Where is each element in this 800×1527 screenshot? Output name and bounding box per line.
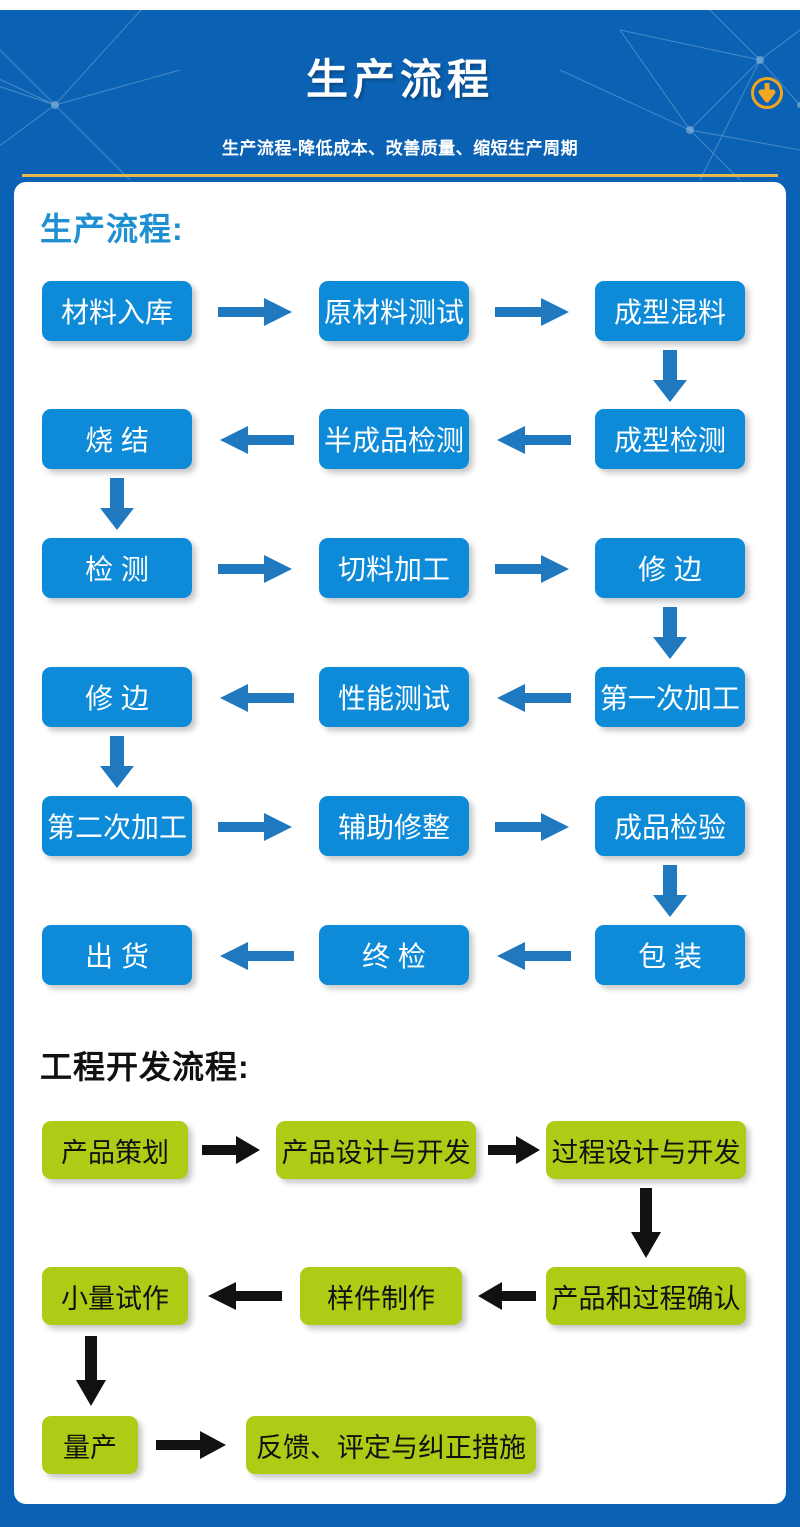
arrow-down-icon: [651, 863, 689, 919]
flow-node[interactable]: 产品和过程确认: [546, 1267, 746, 1325]
flow-node[interactable]: 辅助修整: [319, 796, 469, 856]
arrow-left-icon: [493, 424, 573, 456]
arrow-right-icon: [154, 1429, 230, 1461]
flow-node[interactable]: 出 货: [42, 925, 192, 985]
flow-node[interactable]: 材料入库: [42, 281, 192, 341]
flow-node[interactable]: 成型检测: [595, 409, 745, 469]
flow-node[interactable]: 终 检: [319, 925, 469, 985]
arrow-left-icon: [476, 1280, 538, 1312]
page-subtitle: 生产流程-降低成本、改善质量、缩短生产周期: [221, 139, 579, 158]
section-heading-engineering: 工程开发流程:: [40, 1049, 250, 1085]
content-card: 生产流程: 材料入库 原材料测试 成型混料 成型检测 半成品检测 烧 结 检 测…: [14, 182, 786, 1504]
arrow-right-icon: [216, 811, 296, 843]
flow-node[interactable]: 产品策划: [42, 1121, 188, 1179]
arrow-left-icon: [206, 1280, 284, 1312]
arrow-down-circle-icon[interactable]: [750, 76, 784, 110]
flow-node[interactable]: 修 边: [42, 667, 192, 727]
arrow-left-icon: [216, 424, 296, 456]
flow-node[interactable]: 修 边: [595, 538, 745, 598]
flow-node[interactable]: 小量试作: [42, 1267, 188, 1325]
arrow-down-icon: [651, 605, 689, 661]
flow-node[interactable]: 样件制作: [300, 1267, 462, 1325]
arrow-right-icon: [493, 296, 573, 328]
flow-node[interactable]: 包 装: [595, 925, 745, 985]
arrow-down-icon: [651, 348, 689, 404]
arrow-left-icon: [216, 682, 296, 714]
page-title: 生产流程: [305, 56, 494, 103]
arrow-down-icon: [98, 476, 136, 532]
flow-node[interactable]: 半成品检测: [319, 409, 469, 469]
arrow-left-icon: [493, 682, 573, 714]
arrow-left-icon: [493, 940, 573, 972]
network-pattern-decoration: [0, 10, 800, 180]
flow-node[interactable]: 过程设计与开发: [546, 1121, 746, 1179]
arrow-right-icon: [200, 1134, 264, 1166]
flow-node[interactable]: 成型混料: [595, 281, 745, 341]
flow-node[interactable]: 检 测: [42, 538, 192, 598]
section-heading-production: 生产流程:: [40, 211, 184, 247]
page-header: 生产流程 生产流程-降低成本、改善质量、缩短生产周期: [0, 10, 800, 173]
flow-node[interactable]: 性能测试: [319, 667, 469, 727]
arrow-right-icon: [493, 811, 573, 843]
arrow-down-icon: [98, 734, 136, 790]
arrow-down-icon: [629, 1186, 663, 1260]
arrow-down-icon: [74, 1334, 108, 1408]
flow-node[interactable]: 原材料测试: [319, 281, 469, 341]
arrow-right-icon: [216, 296, 296, 328]
arrow-right-icon: [493, 553, 573, 585]
flow-node[interactable]: 量产: [42, 1416, 138, 1474]
flow-node[interactable]: 反馈、评定与纠正措施: [246, 1416, 536, 1474]
arrow-right-icon: [216, 553, 296, 585]
arrow-right-icon: [486, 1134, 542, 1166]
flow-node[interactable]: 成品检验: [595, 796, 745, 856]
flow-node[interactable]: 产品设计与开发: [276, 1121, 476, 1179]
arrow-left-icon: [216, 940, 296, 972]
header-divider-rule: [22, 174, 778, 177]
flow-node[interactable]: 切料加工: [319, 538, 469, 598]
flow-node[interactable]: 第一次加工: [595, 667, 745, 727]
flow-node[interactable]: 第二次加工: [42, 796, 192, 856]
flow-node[interactable]: 烧 结: [42, 409, 192, 469]
